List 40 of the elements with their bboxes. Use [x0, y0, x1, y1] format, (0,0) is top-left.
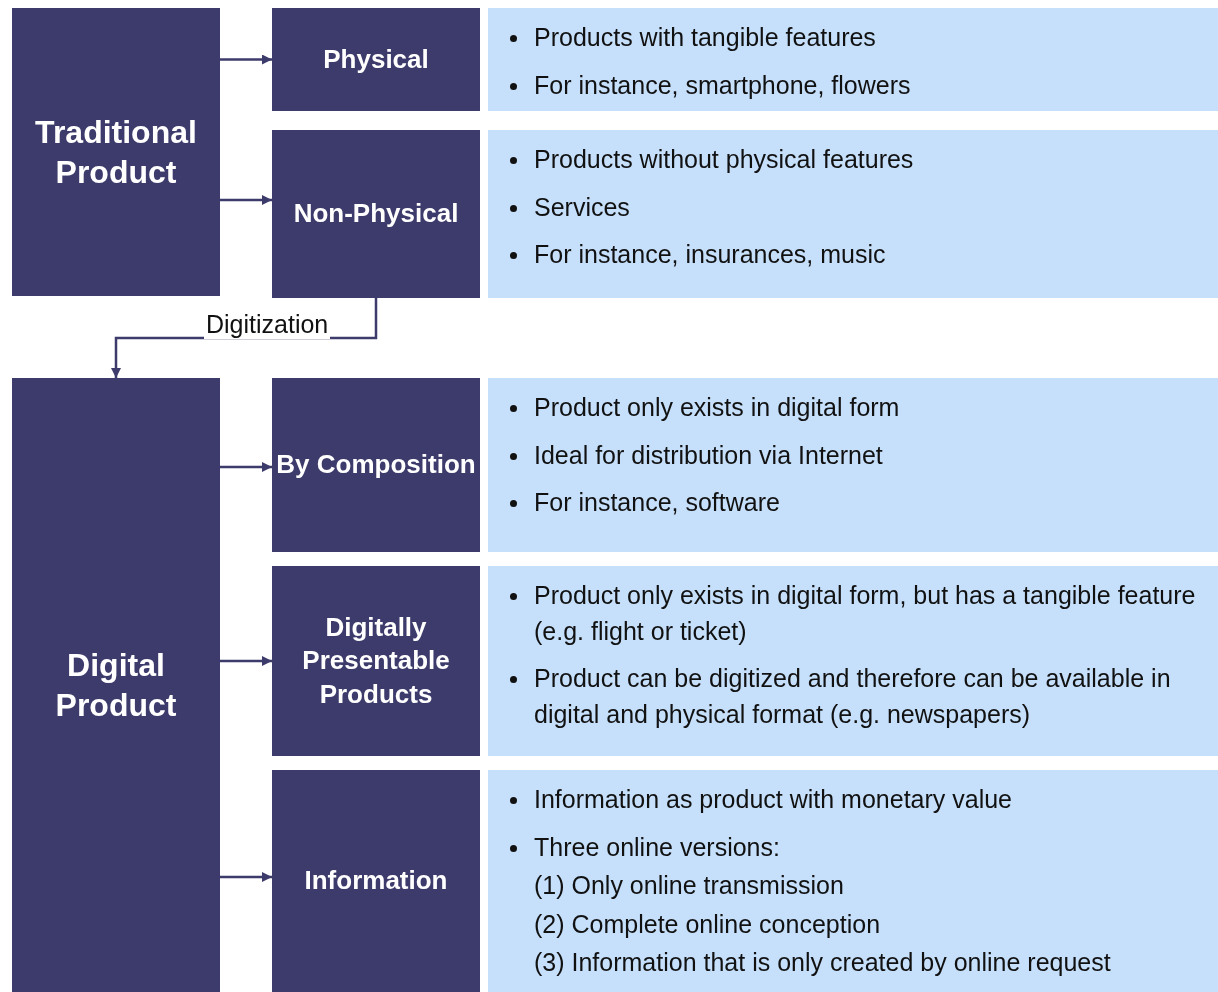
- box-label: Physical: [323, 42, 429, 76]
- box-label: By Composition: [276, 448, 476, 482]
- subcategory-box: [272, 130, 480, 298]
- box-label: Non-Physical: [293, 197, 459, 231]
- bullet-text: Product only exists in digital form, but has a tangible feature (e.g. flight or ticket): [534, 580, 1197, 647]
- bullet-text: Services: [534, 191, 631, 223]
- arrow: [220, 54, 272, 65]
- box-label: Digital Product: [54, 646, 178, 725]
- bullet-text: Product can be digitized and therefore can be available in digital and physical format (e.g. newspapers): [534, 663, 1172, 730]
- arrow: [220, 462, 272, 472]
- edge-label: Digitization: [204, 311, 331, 339]
- description-panel: [488, 130, 1218, 298]
- bullet-text: Information as product with monetary value: [534, 784, 1013, 815]
- bullet-text: (2) Complete online conception: [534, 908, 882, 940]
- box-label: Digitally Presentable Products: [301, 611, 451, 711]
- bullet-text: For instance, software: [534, 487, 781, 518]
- subcategory-box: [272, 8, 480, 111]
- subcategory-box: [272, 566, 480, 756]
- box-label: Information: [304, 864, 448, 898]
- description-panel: [488, 566, 1218, 756]
- description-panel: [488, 8, 1218, 111]
- arrow: [220, 872, 272, 882]
- bullet-text: Products without physical features: [534, 144, 915, 175]
- box-label: Traditional Product: [34, 113, 198, 192]
- category-box: [12, 378, 220, 992]
- bullet-text: Ideal for distribution via Internet: [534, 439, 884, 471]
- bullet-text: (1) Only online transmission: [534, 870, 845, 901]
- bullet-text: (3) Information that is only created by online request: [534, 947, 1112, 978]
- description-panel: [488, 770, 1218, 992]
- bullet-text: For instance, insurances, music: [534, 239, 887, 270]
- subcategory-box: [272, 770, 480, 992]
- arrow: [220, 656, 272, 666]
- bullet-text: Products with tangible features: [534, 22, 877, 53]
- description-panel: [488, 378, 1218, 552]
- bullet-text: Three online versions:: [534, 831, 781, 863]
- bullet-text: For instance, smartphone, flowers: [534, 69, 912, 101]
- subcategory-box: [272, 378, 480, 552]
- arrow: [220, 195, 272, 205]
- bullet-text: Product only exists in digital form: [534, 392, 901, 423]
- category-box: [12, 8, 220, 296]
